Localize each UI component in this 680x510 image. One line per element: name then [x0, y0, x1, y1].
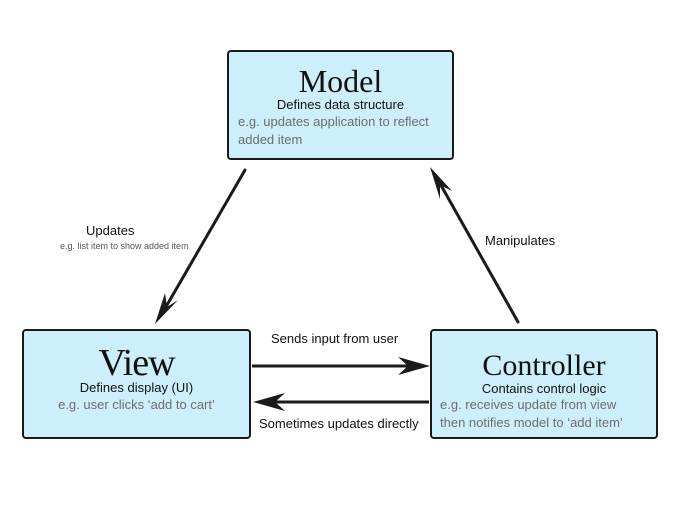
controller-example-line-2: then notifies model to ‘add item’: [440, 415, 623, 430]
model-example: e.g. updates application to reflect adde…: [238, 113, 429, 149]
sends-input-arrowhead: [398, 357, 430, 375]
updates-arrowhead: [155, 293, 178, 324]
manipulates-arrow-line: [436, 178, 520, 324]
controller-example: e.g. receives update from view then noti…: [440, 396, 623, 432]
sometimes-updates-label: Sometimes updates directly: [259, 416, 419, 431]
view-title: View: [98, 342, 175, 384]
view-example: e.g. user clicks ‘add to cart’: [24, 396, 249, 414]
model-example-line-1: e.g. updates application to reflect: [238, 114, 429, 129]
sometimes-updates-arrowhead: [253, 393, 285, 411]
controller-description: Contains control logic: [481, 381, 607, 396]
sends-input-label: Sends input from user: [271, 331, 399, 346]
controller-box: Controller Contains control logic e.g. r…: [430, 329, 658, 439]
updates-sublabel: e.g. list item to show added item: [60, 241, 189, 251]
view-description: Defines display (UI): [79, 380, 194, 395]
view-box: View Defines display (UI) e.g. user clic…: [22, 329, 251, 439]
controller-example-line-1: e.g. receives update from view: [440, 397, 617, 412]
updates-label: Updates: [86, 223, 135, 238]
manipulates-label: Manipulates: [485, 233, 556, 248]
updates-arrow-line: [161, 168, 247, 314]
model-description: Defines data structure: [276, 97, 405, 112]
model-title: Model: [298, 63, 383, 99]
view-example-line-1: e.g. user clicks ‘add to cart’: [58, 397, 215, 412]
model-box: Model Defines data structure e.g. update…: [227, 50, 454, 160]
model-example-line-2: added item: [238, 132, 303, 147]
manipulates-arrowhead: [430, 167, 452, 199]
controller-title: Controller: [482, 349, 606, 382]
